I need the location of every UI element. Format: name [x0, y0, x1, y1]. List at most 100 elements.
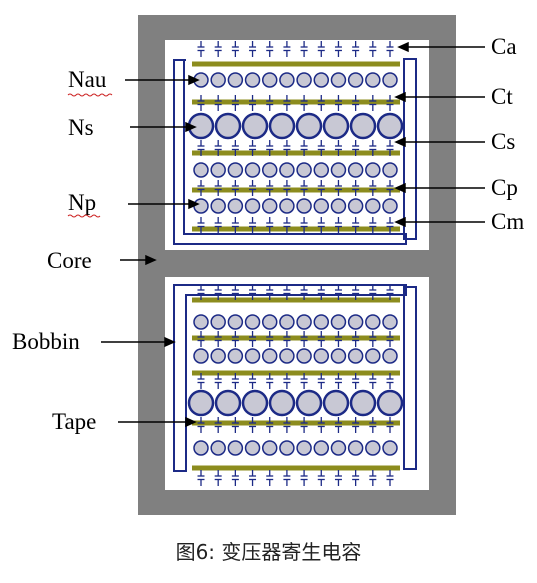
capacitor-symbol	[231, 95, 239, 111]
capacitor-symbol	[266, 95, 274, 111]
capacitor-symbol	[214, 41, 222, 57]
wire-turn-np	[313, 162, 330, 178]
wire-turn-np	[261, 162, 278, 178]
label-ct: Ct	[491, 84, 513, 109]
label-np: Np	[68, 190, 96, 215]
capacitor-symbol	[249, 470, 257, 486]
capacitor-symbol	[300, 417, 308, 433]
label-cp: Cp	[491, 175, 518, 200]
capacitor-symbol	[352, 470, 360, 486]
wire-turn-nau	[313, 440, 330, 456]
capacitor-symbol	[266, 41, 274, 57]
capacitor-symbol	[334, 41, 342, 57]
capacitor-symbol	[197, 41, 205, 57]
capacitor-symbol	[369, 180, 377, 196]
bobbin-lower	[173, 284, 417, 472]
capacitor-symbol	[386, 140, 394, 156]
wire-turn-np	[279, 314, 295, 330]
capacitor-symbol	[231, 331, 239, 347]
capacitor-symbol	[334, 470, 342, 486]
capacitor-symbol	[231, 470, 239, 486]
wire-turn-nau	[210, 440, 226, 456]
capacitor-symbol	[334, 140, 342, 156]
capacitor-symbol	[214, 470, 222, 486]
core-window-lower	[165, 277, 429, 490]
wire-turn-np	[365, 198, 381, 214]
figure-caption: 图6: 变压器寄生电容	[175, 540, 362, 564]
capacitor-symbol	[317, 180, 325, 196]
capacitor-symbol	[352, 284, 360, 300]
capacitor-symbol	[266, 180, 274, 196]
capacitor-symbol	[283, 331, 291, 347]
wire-turn-np	[244, 348, 261, 364]
capacitor-symbol	[369, 417, 377, 433]
capacitor-symbol	[197, 95, 205, 111]
wire-turn-np	[210, 162, 226, 178]
wire-turn-nau	[330, 440, 347, 456]
capacitor-symbol	[352, 417, 360, 433]
capacitor-symbol	[214, 140, 222, 156]
wire-turn-nau	[279, 440, 295, 456]
wire-turn-np	[193, 198, 209, 214]
wire-turn-nau	[313, 72, 330, 88]
wire-turn-np	[365, 348, 381, 364]
capacitor-symbol	[369, 95, 377, 111]
wire-turn-np	[382, 198, 398, 214]
tape-layer	[192, 420, 400, 426]
wire-turn-nau	[227, 440, 244, 456]
capacitor-symbol	[249, 217, 257, 233]
label-ns: Ns	[68, 115, 94, 140]
wire-turn-np	[313, 314, 330, 330]
wire-turn-nau	[210, 72, 226, 88]
capacitor-symbol	[197, 140, 205, 156]
wire-turn-np	[244, 198, 261, 214]
capacitor-symbol	[300, 217, 308, 233]
capacitor-symbol	[300, 41, 308, 57]
capacitor-symbol	[386, 217, 394, 233]
capacitor-symbol	[214, 373, 222, 389]
capacitor-symbol	[231, 140, 239, 156]
capacitor-symbol	[283, 95, 291, 111]
wire-turn-np	[193, 314, 209, 330]
capacitor-symbol	[283, 140, 291, 156]
wire-turn-np	[210, 314, 226, 330]
capacitor-symbol	[283, 470, 291, 486]
wire-turn-np	[193, 348, 209, 364]
capacitor-symbol	[266, 284, 274, 300]
tape-layer	[192, 370, 400, 376]
capacitor-symbol	[197, 217, 205, 233]
capacitor-symbol	[334, 95, 342, 111]
capacitor-symbol	[334, 217, 342, 233]
wire-turn-np	[296, 314, 312, 330]
wire-turn-np	[382, 348, 398, 364]
wire-turn-np	[261, 314, 278, 330]
wire-turn-nau	[382, 440, 398, 456]
wire-turn-ns	[322, 112, 350, 140]
tape-layer	[192, 226, 400, 232]
tape-layer	[192, 61, 400, 67]
tape-layer	[192, 187, 400, 193]
capacitor-symbol	[352, 41, 360, 57]
capacitor-symbol	[369, 284, 377, 300]
wire-turn-ns	[214, 112, 242, 140]
spell-underline-np	[67, 214, 101, 218]
capacitor-symbol	[283, 41, 291, 57]
wire-turn-nau	[365, 440, 381, 456]
capacitor-symbol	[266, 470, 274, 486]
capacitor-symbol	[334, 373, 342, 389]
capacitor-symbol	[249, 417, 257, 433]
capacitor-symbol	[197, 284, 205, 300]
wire-turn-nau	[244, 72, 261, 88]
capacitor-symbol	[334, 284, 342, 300]
capacitor-symbol	[369, 217, 377, 233]
capacitor-symbol	[214, 331, 222, 347]
wire-turn-np	[330, 314, 347, 330]
wire-turn-np	[382, 314, 398, 330]
wire-turn-np	[227, 314, 244, 330]
wire-turn-np	[227, 348, 244, 364]
capacitor-symbol	[300, 470, 308, 486]
wire-turn-np	[279, 162, 295, 178]
capacitor-symbol	[317, 95, 325, 111]
capacitor-symbol	[386, 373, 394, 389]
capacitor-symbol	[317, 41, 325, 57]
